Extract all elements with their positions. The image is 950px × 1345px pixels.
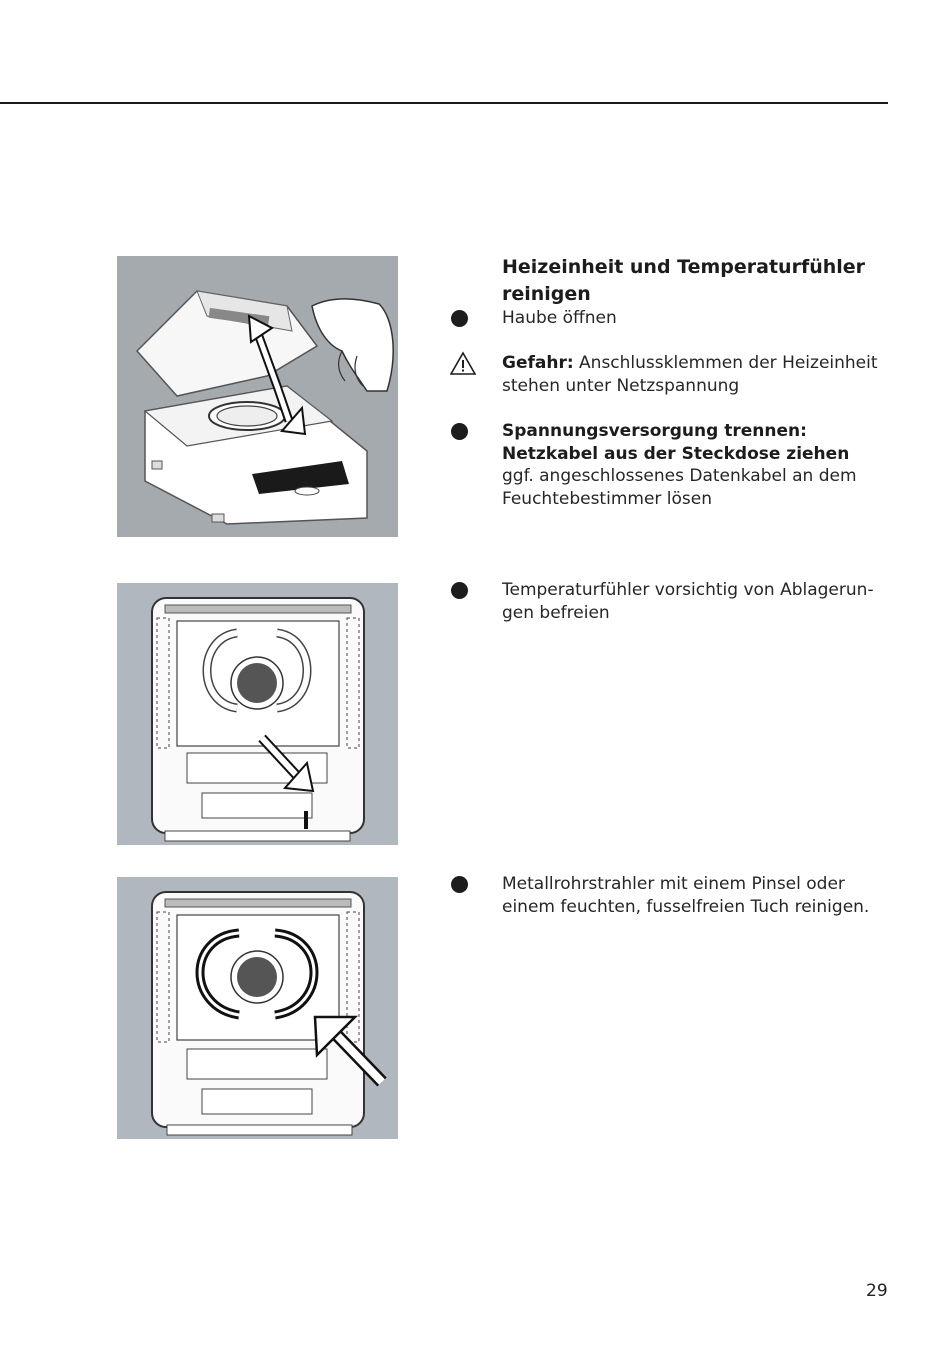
analyzer-open-illustration [135, 290, 394, 525]
step-disconnect-bold: Spannungsversorgung trennen: Netzkabel a… [502, 421, 850, 464]
bullet-icon [451, 876, 468, 893]
bullet-icon [451, 423, 468, 440]
bullet-icon [451, 310, 468, 327]
page-number: 29 [866, 1281, 888, 1301]
figure-open-hood [117, 256, 398, 537]
step-open-hood: Haube öffnen [502, 308, 617, 328]
step-clean-sensor: Temperaturfühler vorsichtig von Ablageru… [502, 580, 874, 623]
bullet-icon [451, 582, 468, 599]
step-disconnect-detail: ggf. angeschlossenes Datenkabel an dem F… [502, 466, 857, 509]
heating-unit-illustration-radiator [151, 891, 387, 1136]
heating-unit-illustration-sensor [151, 597, 365, 842]
step-disconnect-power: Spannungsversorgung trennen: Netzkabel a… [502, 420, 892, 510]
step-clean-radiator: Metallrohrstrahler mit einem Pinsel oder… [502, 874, 870, 917]
figure-metal-tube-radiator [117, 877, 398, 1139]
warning-triangle-icon [450, 351, 476, 375]
warning-text: Gefahr: Anschlussklemmen der Heizeinheit… [502, 352, 892, 397]
figure-temperature-sensor [117, 583, 398, 845]
warning-body: Anschlussklemmen der Heizeinheit stehen … [502, 353, 878, 396]
section-title: Heizeinheit und Temperaturfühler reinige… [502, 256, 866, 305]
warning-label: Gefahr: [502, 353, 574, 373]
header-rule [0, 102, 888, 104]
